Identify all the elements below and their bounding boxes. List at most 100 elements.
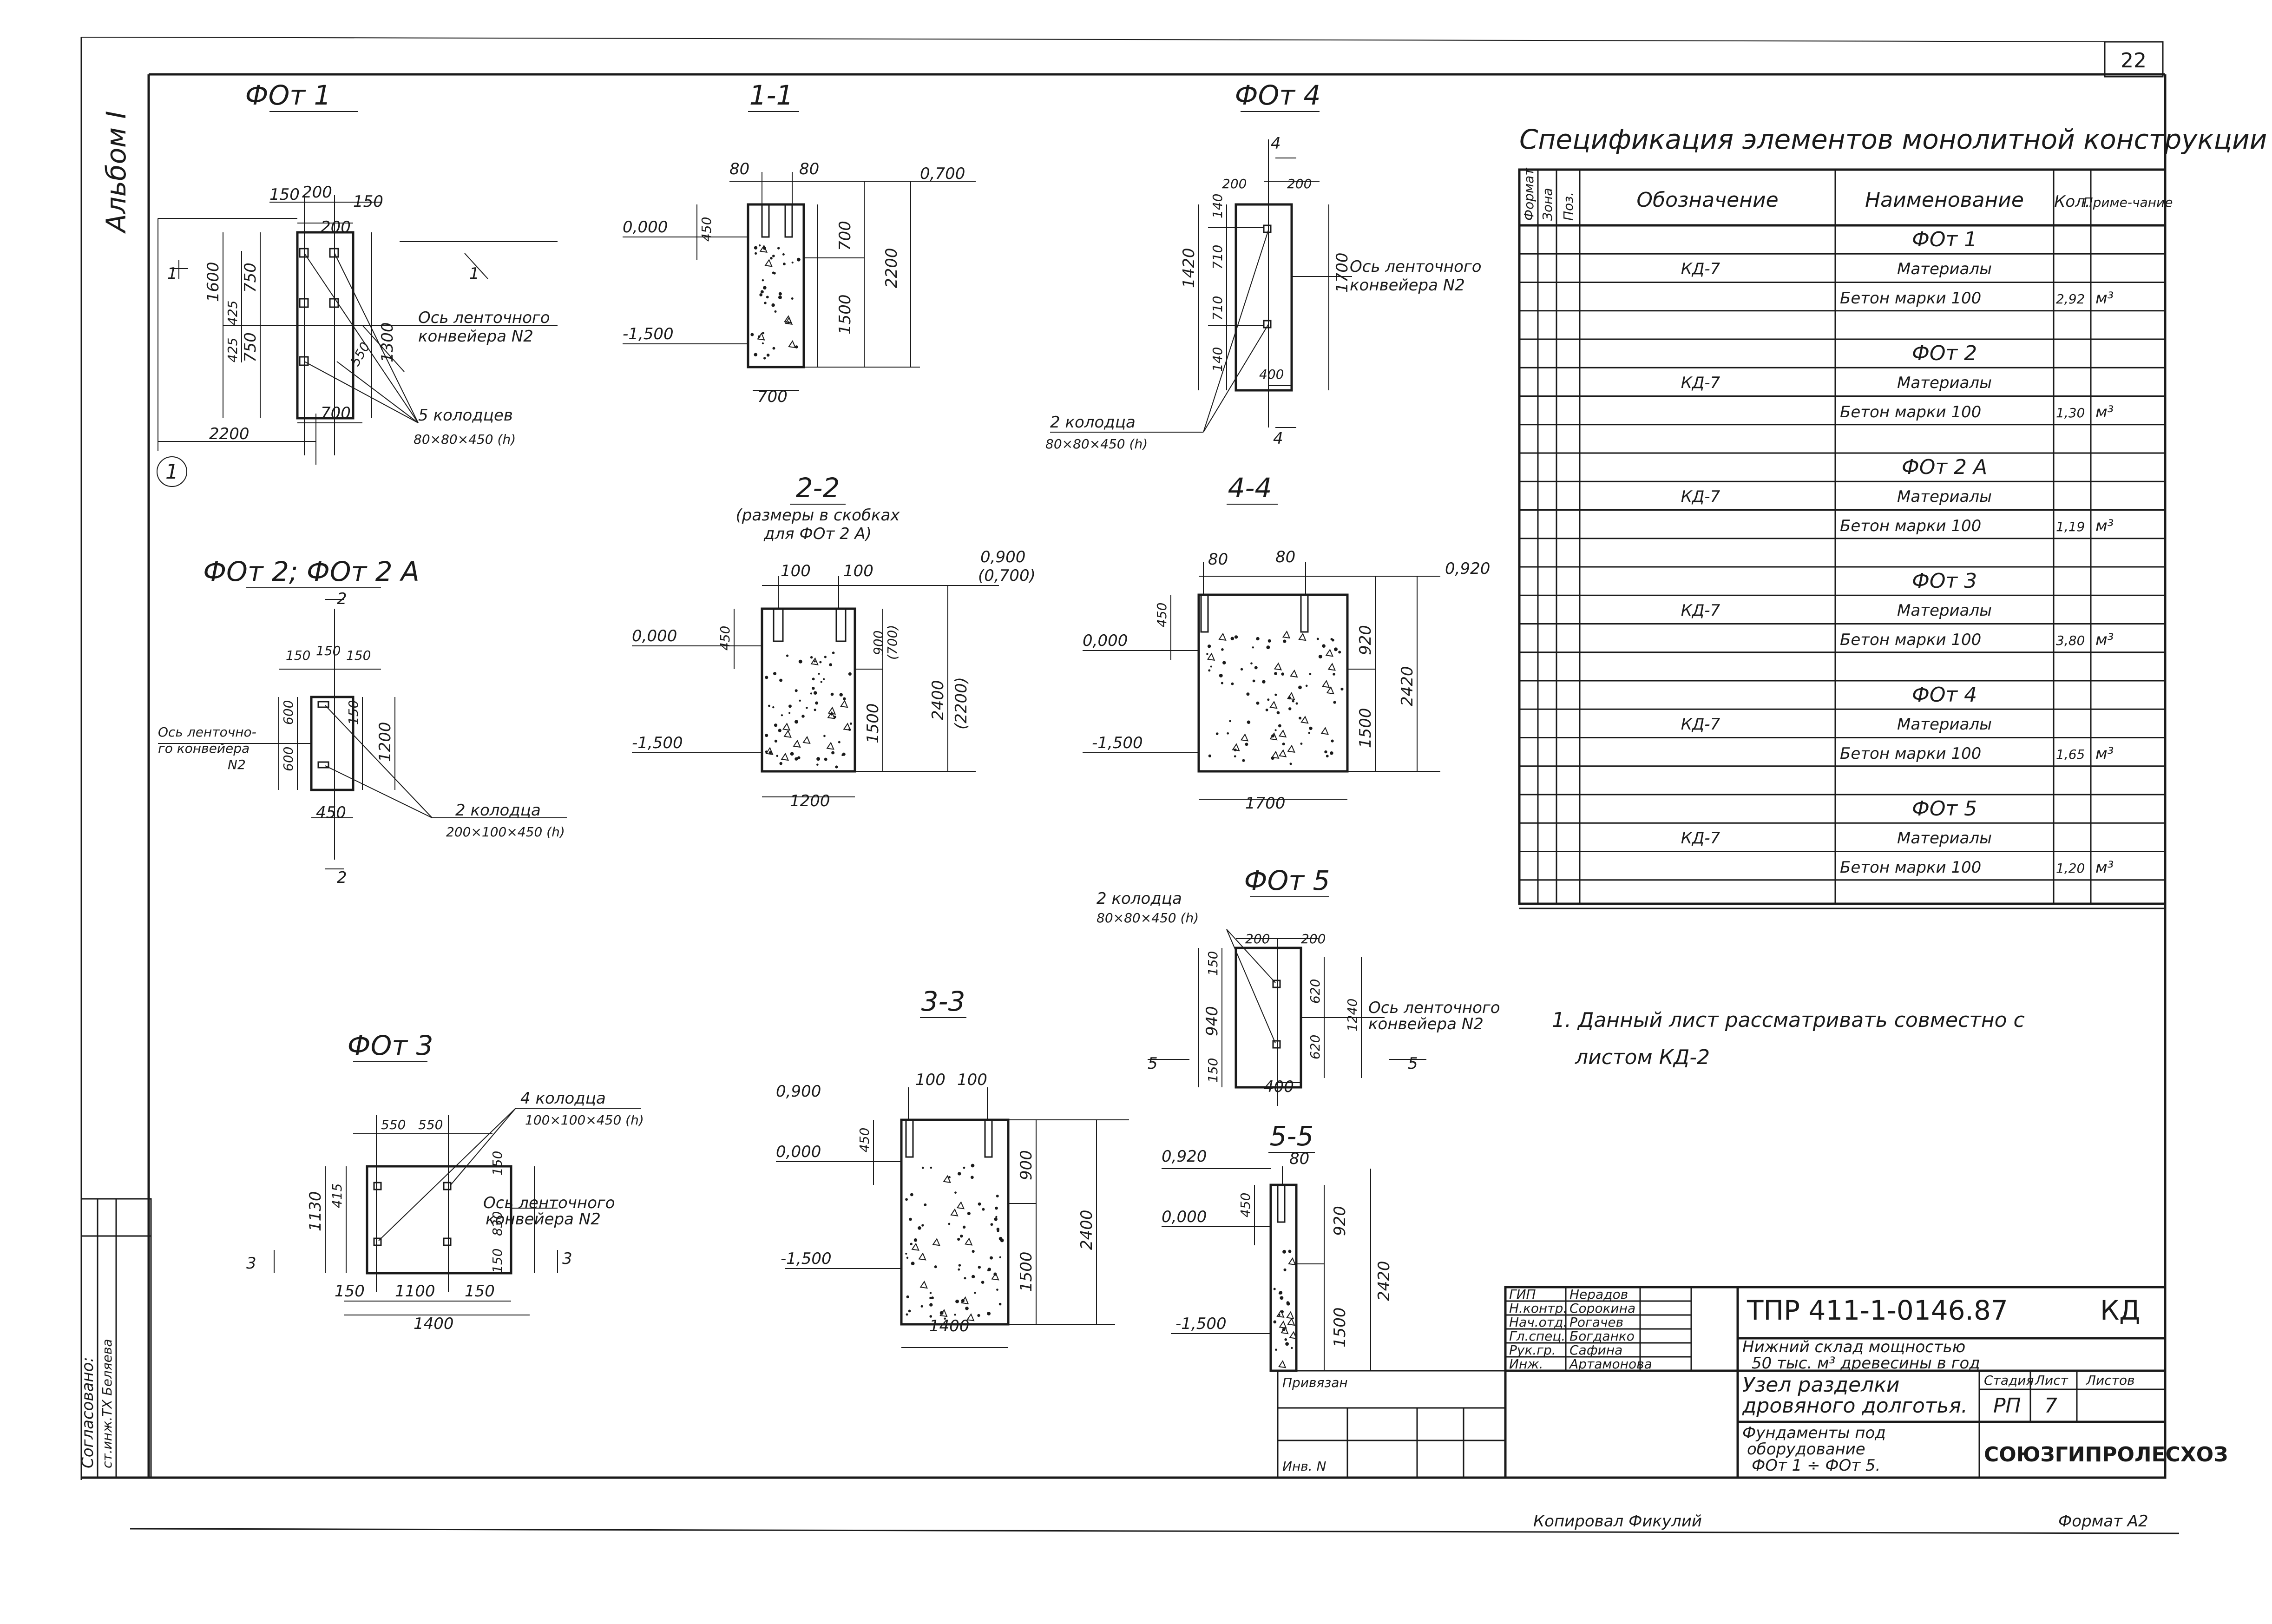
hatch-dot — [765, 676, 768, 679]
spec-group-item: Бетон марки 100 — [1840, 403, 1981, 421]
hatch-dot — [905, 1252, 907, 1255]
hatch-dot — [963, 1166, 965, 1169]
hatch-dot — [906, 1313, 908, 1316]
s44-dim-920: 920 — [1356, 625, 1375, 655]
s11-level-zero: 0,000 — [623, 218, 668, 237]
hatch-dot — [910, 1243, 913, 1245]
hatch-dot — [1340, 687, 1344, 691]
concrete-hatch — [1273, 1249, 1297, 1368]
hatch-dot — [948, 1176, 951, 1179]
hatch-dot — [910, 1193, 913, 1197]
hatch-dot — [905, 1198, 908, 1201]
s11-dim-80b: 80 — [799, 160, 819, 178]
stamp-drawing-line2: оборудование — [1747, 1440, 1865, 1459]
hatch-dot — [978, 1202, 981, 1206]
hatch-dot — [765, 734, 768, 737]
s44-level-bottom: -1,500 — [1092, 734, 1143, 752]
section-4-4: 4-4 80 80 450 920 1500 2420 1700 0,920 0… — [1083, 472, 1490, 813]
hatch-dot — [773, 272, 776, 275]
s44-dim-80a: 80 — [1208, 550, 1228, 569]
approved-label: Согласовано: — [79, 1357, 97, 1468]
hatch-dot — [778, 292, 782, 296]
hatch-stone — [1286, 1311, 1294, 1319]
spec-group-item: Бетон марки 100 — [1840, 517, 1981, 535]
fom5-axis-line1: Ось ленточного — [1368, 999, 1500, 1017]
hatch-dot — [1282, 743, 1285, 746]
s22-note-line2: для ФОт 2 А) — [763, 525, 872, 543]
hatch-dot — [1291, 1347, 1293, 1349]
hatch-dot — [838, 741, 841, 743]
hatch-stone — [788, 340, 796, 348]
hatch-dot — [929, 1296, 932, 1299]
fom1-axis-line2: конвейера N2 — [418, 327, 533, 346]
s22-dim-100a: 100 — [781, 562, 811, 580]
fom2-dim-150b: 150 — [316, 643, 341, 658]
hatch-dot — [1276, 711, 1280, 715]
hatch-dot — [998, 1302, 1002, 1306]
fom1-wells-size: 80×80×450 (h) — [414, 432, 516, 447]
hatch-dot — [832, 651, 835, 654]
spec-group-title: ФОт 2 — [1912, 342, 1977, 365]
hatch-dot — [799, 699, 801, 702]
hatch-dot — [1324, 750, 1327, 754]
hatch-stone — [1322, 680, 1330, 688]
hatch-dot — [913, 1238, 918, 1242]
hatch-dot — [1230, 637, 1234, 640]
fom3-dim-150c: 150 — [335, 1282, 365, 1301]
hatch-stone — [826, 742, 834, 750]
fom2-dim-600a: 600 — [281, 700, 296, 725]
hatch-dot — [1262, 680, 1266, 684]
hatch-dot — [1322, 644, 1326, 648]
hatch-stone — [956, 1201, 965, 1210]
hatch-dot — [778, 296, 782, 300]
spec-header-qty: Кол. — [2054, 192, 2090, 211]
hatch-dot — [958, 1172, 961, 1176]
fom3-wells-count: 4 колодца — [520, 1089, 606, 1108]
hatch-stone — [1207, 652, 1215, 661]
hatch-stone — [764, 259, 773, 267]
hatch-stone — [784, 316, 793, 325]
hatch-dot — [795, 689, 798, 692]
hatch-dot — [820, 681, 822, 683]
hatch-dot — [1221, 682, 1223, 684]
hatch-dot — [1274, 672, 1277, 675]
fom1-dim-200b: 200 — [321, 218, 351, 237]
s44-dim-2420: 2420 — [1398, 666, 1417, 706]
concrete-hatch — [905, 1164, 1004, 1322]
hatch-dot — [1265, 709, 1268, 711]
hatch-dot — [1242, 759, 1245, 762]
hatch-dot — [768, 751, 772, 755]
hatch-stone — [1288, 1257, 1296, 1266]
fom5-dim-940: 940 — [1203, 1006, 1221, 1036]
fom4-axis-line1: Ось ленточного — [1350, 257, 1482, 276]
fom1-dim-150a: 150 — [269, 185, 300, 204]
spec-group-title: ФОт 1 — [1912, 228, 1977, 251]
fom1-section-right: 1 — [469, 264, 479, 283]
spec-group-doc: КД-7 — [1681, 374, 1720, 392]
hatch-stone — [783, 730, 792, 738]
hatch-dot — [835, 765, 838, 769]
hatch-dot — [762, 279, 764, 282]
note-line1: 1. Данный лист рассматривать совместно с — [1552, 1008, 2025, 1032]
spec-header-designation: Обозначение — [1636, 188, 1778, 212]
hatch-dot — [1283, 639, 1287, 643]
album-label: Альбом I — [100, 111, 132, 234]
fom5-dim-200b: 200 — [1301, 931, 1326, 947]
hatch-dot — [759, 293, 763, 296]
spec-group-unit: м³ — [2095, 744, 2114, 763]
spec-header-pos: Поз. — [1561, 192, 1576, 221]
spec-group-doc: КД-7 — [1681, 601, 1720, 620]
hatch-dot — [1215, 732, 1219, 735]
stamp-role: Рук.гр. — [1509, 1342, 1556, 1358]
hatch-dot — [1333, 673, 1335, 676]
fom3-dim-1100: 1100 — [395, 1282, 435, 1301]
hatch-dot — [930, 1166, 932, 1169]
hatch-dot — [962, 1225, 966, 1229]
fom4-dim-400: 400 — [1259, 367, 1284, 382]
hatch-dot — [911, 1262, 915, 1266]
hatch-dot — [999, 1256, 1001, 1258]
hatch-dot — [909, 1217, 912, 1221]
hatch-dot — [766, 296, 769, 299]
left-margin-block: Альбом I Согласовано: ст.инж.ТХ Беляева — [79, 111, 152, 1479]
hatch-dot — [954, 1191, 957, 1194]
